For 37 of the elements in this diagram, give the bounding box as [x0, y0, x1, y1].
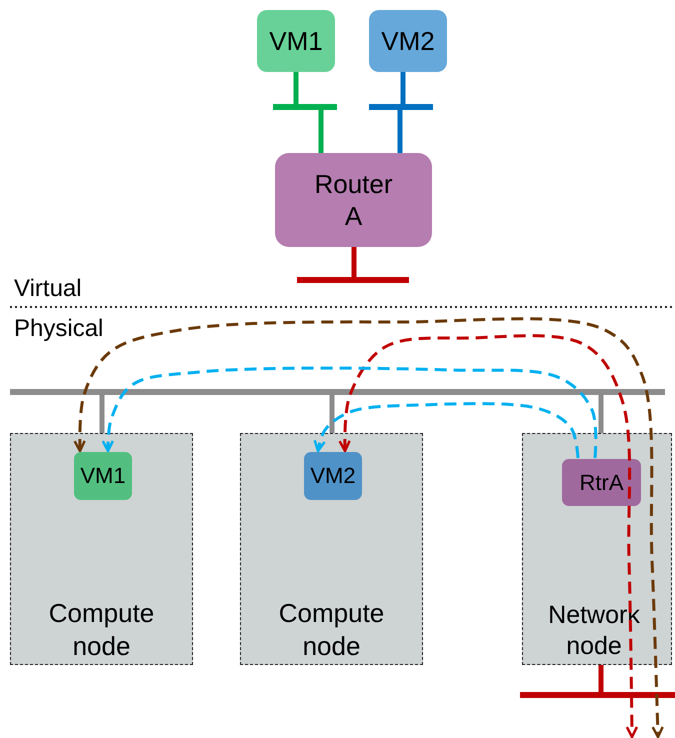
- router-box: [275, 153, 432, 247]
- link-line: [398, 110, 402, 153]
- link-line: [352, 247, 356, 277]
- network-bar: [520, 692, 675, 698]
- layer-label: Virtual: [14, 275, 82, 303]
- node-name: VM1: [80, 462, 126, 490]
- node-name: RtrA: [580, 468, 624, 496]
- network-node-box: [522, 433, 672, 665]
- traffic-path-arrow: [73, 317, 664, 738]
- vm-box: [257, 10, 335, 72]
- node-label: Compute node: [48, 597, 156, 662]
- vm-box: [369, 10, 447, 72]
- link-line: [598, 665, 604, 692]
- node-name: VM2: [381, 24, 435, 58]
- network-bar: [273, 104, 337, 110]
- node-name: VM2: [310, 462, 356, 490]
- link-line: [100, 395, 104, 433]
- link-line: [294, 72, 298, 104]
- vm-box: [304, 452, 362, 500]
- layer-label: Physical: [14, 315, 104, 343]
- link-line: [330, 395, 334, 433]
- link-line: [318, 110, 324, 153]
- compute-node-box: [240, 433, 423, 665]
- node-name: Router A: [313, 168, 394, 232]
- link-line: [598, 395, 604, 433]
- compute-node-box: [10, 433, 193, 665]
- network-bar: [369, 104, 433, 110]
- network-bar: [10, 389, 665, 395]
- traffic-path-arrow: [338, 334, 638, 738]
- link-line: [400, 72, 406, 104]
- node-name: VM1: [269, 24, 323, 58]
- router-box: [562, 459, 641, 506]
- network-bar: [297, 277, 409, 283]
- traffic-path-arrow: [102, 366, 598, 458]
- traffic-path-arrow: [314, 402, 580, 458]
- node-label: Compute node: [278, 597, 386, 662]
- vm-box: [74, 452, 132, 500]
